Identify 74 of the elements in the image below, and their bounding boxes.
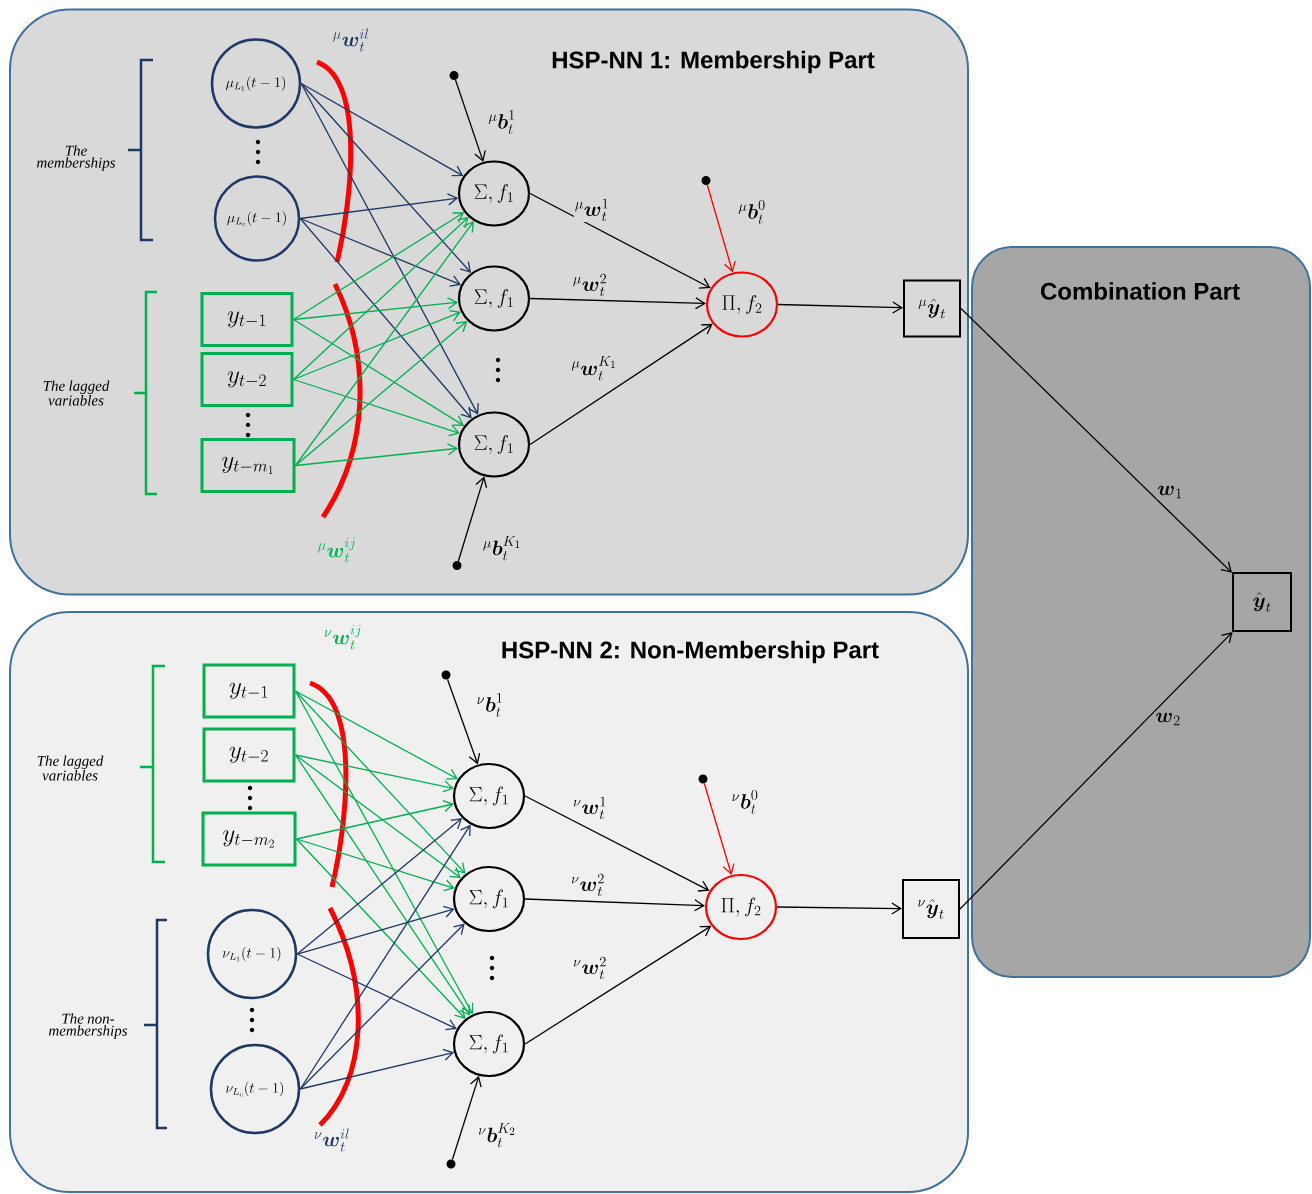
arrow (292, 212, 465, 321)
weight-label: ${}^{\nu}\boldsymbol{w}_t^{il}$ (314, 1128, 349, 1152)
arrow (529, 192, 711, 289)
variable-box: $y_{t-m_2}$ (201, 811, 297, 867)
edge-label: ${}^{\nu}\boldsymbol{b}_t^{K_2}$ (477, 1121, 517, 1149)
arrow (451, 1075, 482, 1161)
arrow (524, 898, 705, 912)
arrow (294, 443, 459, 467)
group-label: The non-memberships (49, 1013, 128, 1039)
weight-label: ${}^{\mu}\boldsymbol{w}_t^{il}$ (333, 28, 368, 52)
edge-label: ${}^{\nu}\boldsymbol{w}_t^{2}$ (572, 956, 608, 980)
arrow (959, 632, 1233, 910)
arrow (454, 79, 486, 162)
arrow (299, 923, 465, 1090)
arrow (300, 82, 479, 415)
edge-label: ${}^{\mu}\boldsymbol{b}_t^{0}$ (737, 199, 767, 225)
group-label: The lagged variables (43, 380, 110, 406)
arrow (292, 297, 459, 321)
variable-box: $y_{t-1}$ (200, 292, 294, 347)
arrow (960, 307, 1232, 573)
arrow (292, 318, 465, 426)
weight-label: ${}^{\nu}\boldsymbol{w}_t^{ij}$ (324, 624, 361, 650)
arrow (703, 782, 735, 876)
arrow (299, 217, 462, 287)
arrow (295, 800, 454, 840)
edge-label: ${}^{\mu}\boldsymbol{w}_t^{1}$ (573, 198, 611, 222)
edge-label: ${}^{\nu}\boldsymbol{b}_t^{1}$ (475, 692, 505, 718)
variable-box: $y_{t-2}$ (202, 727, 296, 783)
arrow (295, 838, 455, 892)
arrow (294, 754, 471, 1016)
group-label: The memberships (37, 145, 116, 171)
arrow (292, 217, 469, 381)
arrow (294, 754, 461, 879)
edge-label: ${}^{\mu}\boldsymbol{b}_t^{1}$ (487, 109, 517, 135)
arrow (292, 309, 461, 381)
arrow (294, 690, 466, 874)
variable-box: $y_{t-1}$ (202, 663, 296, 719)
output-box: ${}^{\nu}\hat{\boldsymbol{y}}_t$ (902, 879, 960, 939)
arrow (300, 82, 472, 273)
arrow (296, 818, 463, 955)
edge-label: ${}^{\mu}\boldsymbol{w}_t^{K_1}$ (570, 354, 618, 382)
arrow (294, 221, 474, 467)
arrow (296, 905, 455, 955)
arrow (299, 1048, 455, 1090)
arrow (524, 925, 712, 1045)
group-label: The lagged variables (37, 755, 104, 781)
arrow (294, 320, 468, 467)
arrow (299, 217, 472, 419)
arrow (294, 690, 458, 780)
arrow (296, 953, 457, 1031)
arrow (292, 378, 460, 437)
arrow (299, 824, 471, 1090)
output-box: ${}^{\mu}\hat{\boldsymbol{y}}_t$ (903, 279, 961, 338)
edge-label: ${}^{\nu}\boldsymbol{b}_t^{0}$ (730, 789, 760, 815)
edge-label: ${}^{\nu}\boldsymbol{w}_t^{2}$ (570, 873, 606, 897)
arrow (776, 902, 902, 915)
arrow (524, 795, 710, 892)
variable-box: $y_{t-2}$ (200, 352, 294, 407)
arrow (295, 838, 466, 1019)
arrow (294, 690, 474, 1015)
output-box: $\hat{\boldsymbol{y}}_t$ (1232, 572, 1292, 632)
arrow (300, 82, 464, 177)
arrow (446, 678, 481, 765)
arrow (294, 754, 454, 793)
arrow (777, 301, 903, 314)
variable-box: $y_{t-m_1}$ (200, 438, 296, 493)
edge-label: ${}^{\nu}\boldsymbol{w}_t^{1}$ (572, 796, 608, 820)
arrow (706, 184, 736, 273)
arrow (457, 476, 488, 562)
weight-label: ${}^{\mu}\boldsymbol{w}_t^{ij}$ (318, 537, 355, 563)
edge-label: ${}^{\mu}\boldsymbol{w}_t^{2}$ (571, 273, 609, 297)
arrow (529, 297, 706, 310)
arrow (529, 323, 713, 446)
arrow (299, 193, 459, 220)
